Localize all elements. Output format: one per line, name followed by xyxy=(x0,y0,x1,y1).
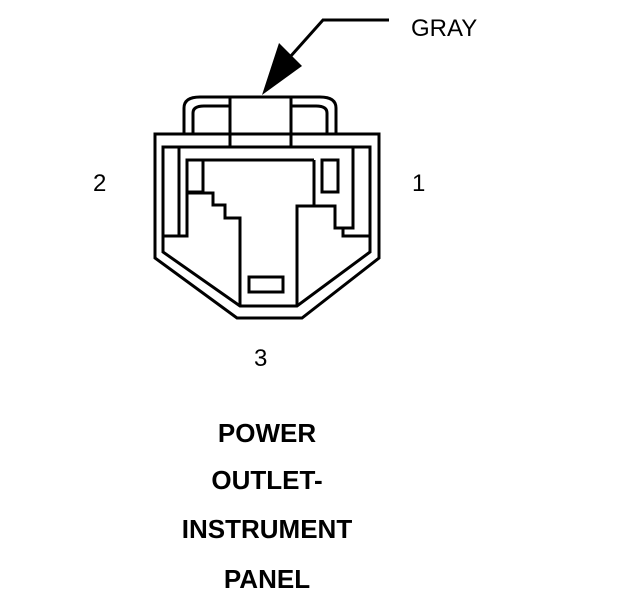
pin-cavity-2 xyxy=(185,158,205,194)
left-wall xyxy=(163,147,189,238)
pin-cavity-3 xyxy=(247,275,285,294)
right-wall xyxy=(341,147,370,238)
connector-latch-inner xyxy=(191,104,329,134)
connector-housing-outer xyxy=(153,132,381,320)
title-line-1: POWER xyxy=(217,418,317,448)
leader-arrow-icon xyxy=(262,43,302,95)
pin-label-2: 2 xyxy=(93,170,106,197)
pin-label-1: 1 xyxy=(412,170,425,197)
connector-key-step-right xyxy=(314,204,343,230)
title-line-3: INSTRUMENT xyxy=(181,514,353,544)
pin-cavity-1 xyxy=(320,158,340,194)
connector-latch xyxy=(182,95,338,134)
title-line-2: OUTLET- xyxy=(211,465,323,495)
title-line-4: PANEL xyxy=(223,564,311,594)
leader-line xyxy=(288,18,389,58)
color-label: GRAY xyxy=(411,15,477,42)
latch-block xyxy=(228,95,293,149)
pin-label-3: 3 xyxy=(254,345,267,372)
